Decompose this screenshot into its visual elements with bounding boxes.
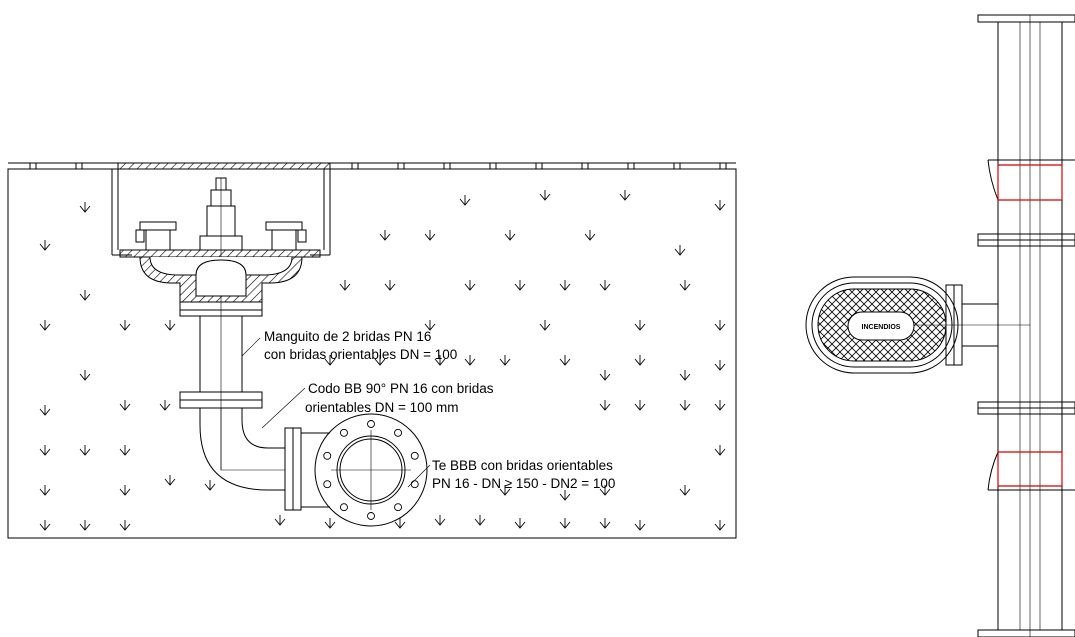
soil-fill-symbols <box>39 190 726 531</box>
elbow-90 <box>199 408 302 511</box>
label-codo-2: orientables DN = 100 mm <box>305 400 458 415</box>
label-te-2: PN 16 - DN ≥ 150 - DN2 = 100 <box>432 476 615 491</box>
label-manguito-2: con bridas orientables DN = 100 <box>264 347 457 362</box>
hydrant-cover-plan: INCENDIOS <box>805 276 959 374</box>
plan-view: INCENDIOS <box>805 14 1075 637</box>
label-codo-1: Codo BB 90° PN 16 con bridas <box>308 381 494 396</box>
tee-flange <box>301 413 428 527</box>
leader-lines <box>241 337 431 488</box>
label-incendios: INCENDIOS <box>862 324 901 331</box>
label-te-1: Te BBB con bridas orientables <box>432 458 613 473</box>
coupling-upper <box>987 159 1075 201</box>
label-manguito-1: Manguito de 2 bridas PN 16 <box>264 329 431 344</box>
section-view: Manguito de 2 bridas PN 16 con bridas or… <box>7 162 737 539</box>
coupling-lower <box>987 451 1075 491</box>
pavement-surface <box>8 162 736 170</box>
